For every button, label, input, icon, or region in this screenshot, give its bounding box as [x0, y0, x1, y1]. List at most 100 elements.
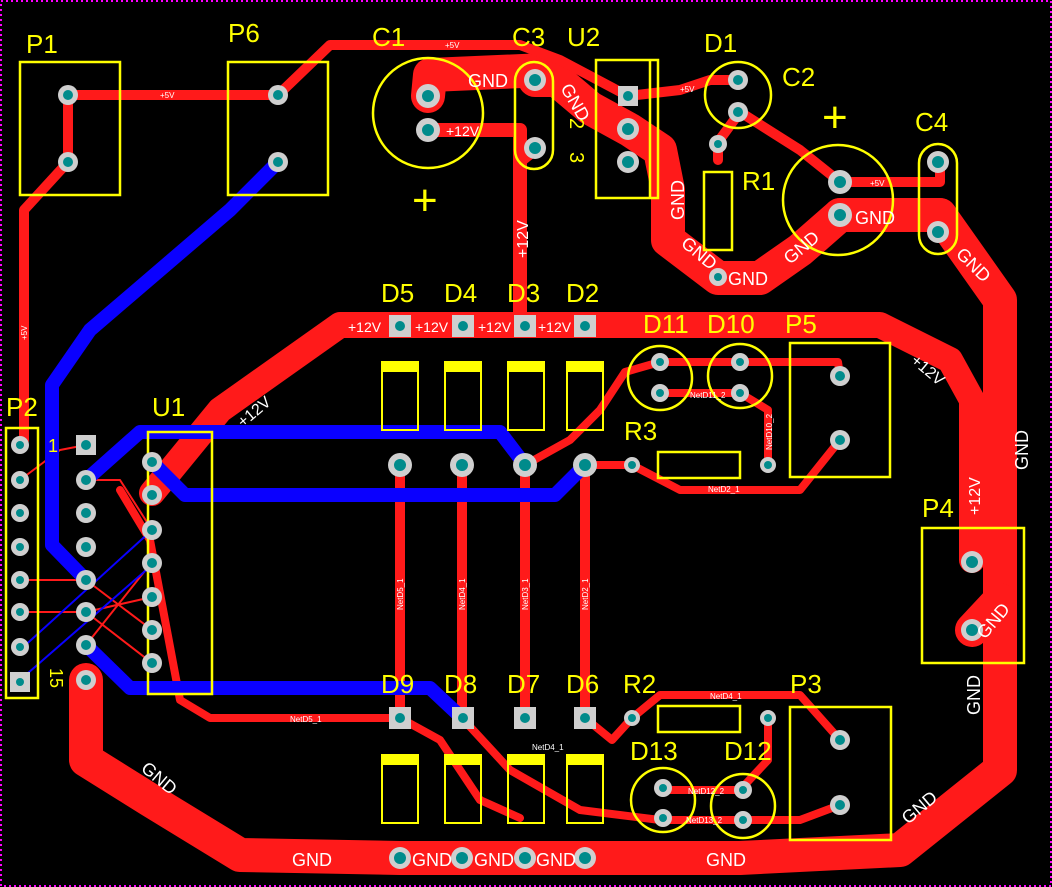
netd10-label: NetD10_2 — [765, 413, 774, 450]
hole — [147, 558, 157, 568]
hole — [529, 142, 541, 154]
hole — [422, 124, 434, 136]
hole — [579, 852, 591, 864]
hole — [394, 852, 406, 864]
bottom-trace-p6 — [45, 155, 285, 587]
label-r3: R3 — [624, 416, 657, 446]
hole — [16, 678, 24, 686]
label-d9: D9 — [381, 669, 414, 699]
hole — [580, 321, 590, 331]
v12-label: +12V — [967, 477, 984, 515]
d3-band — [507, 361, 545, 372]
label-p1: P1 — [26, 29, 58, 59]
label-p6: P6 — [228, 18, 260, 48]
hole — [81, 440, 91, 450]
label-p5: P5 — [785, 309, 817, 339]
pin15-marker: 15 — [46, 668, 66, 688]
label-d10: D10 — [707, 309, 755, 339]
d9-band — [381, 754, 419, 765]
label-c4: C4 — [915, 107, 948, 137]
hole — [81, 607, 91, 617]
hole — [81, 575, 91, 585]
r1-outline — [702, 170, 734, 252]
hole — [733, 107, 743, 117]
u2-outline — [594, 58, 660, 200]
netd3-label: NetD3_1 — [521, 578, 530, 610]
netd5-label: NetD5_1 — [396, 578, 405, 610]
gnd-label: GND — [964, 675, 984, 715]
label-d4: D4 — [444, 278, 477, 308]
label-d7: D7 — [507, 669, 540, 699]
label-d6: D6 — [566, 669, 599, 699]
hole — [579, 459, 591, 471]
hole — [394, 459, 406, 471]
hole — [458, 321, 468, 331]
hole — [63, 90, 73, 100]
d7-band — [507, 754, 545, 765]
v5-label: +5V — [680, 85, 695, 94]
p6-outline — [226, 60, 330, 197]
net-r2-p3-trace — [628, 691, 844, 744]
designator-labels: P1 P6 C1 C3 U2 D1 C2 C4 R1 D5 D4 D3 D2 D… — [6, 18, 954, 766]
netd5-label: NetD5_1 — [290, 715, 322, 724]
hole — [16, 643, 24, 651]
hole — [628, 461, 636, 469]
label-r1: R1 — [742, 166, 775, 196]
hole — [835, 371, 845, 381]
p4-outline — [920, 526, 1026, 665]
label-c2: C2 — [782, 62, 815, 92]
hole — [714, 140, 722, 148]
smd-led-bodies — [381, 361, 604, 824]
hole — [656, 389, 664, 397]
netd4-label: NetD4_1 — [532, 743, 564, 752]
pad-holes — [16, 74, 978, 864]
hole — [147, 457, 157, 467]
hole — [63, 157, 73, 167]
hole — [580, 713, 590, 723]
d11-outline — [626, 344, 694, 412]
v12-label: +12V — [478, 319, 512, 335]
hole — [81, 508, 91, 518]
label-p2: P2 — [6, 392, 38, 422]
hole — [659, 814, 667, 822]
label-c1: C1 — [372, 22, 405, 52]
d4-band — [444, 361, 482, 372]
hole — [656, 358, 664, 366]
r2-outline — [656, 704, 742, 734]
v5-label: +5V — [160, 91, 175, 100]
net-d9-d8-trace — [396, 714, 524, 822]
gnd-label: GND — [1012, 430, 1032, 470]
hole — [147, 592, 157, 602]
label-d11: D11 — [643, 309, 689, 339]
c2-outline — [781, 143, 895, 257]
bottom-trace-u1-top — [79, 425, 532, 487]
hole — [147, 525, 157, 535]
hole — [835, 800, 845, 810]
v5-label: +5V — [445, 41, 460, 50]
hole — [456, 459, 468, 471]
netd12-label: NetD12_2 — [688, 787, 725, 796]
hole — [623, 91, 633, 101]
plus-marker-c1: + — [412, 176, 438, 225]
v12-trace-c1 — [421, 123, 527, 332]
hole — [622, 123, 634, 135]
netd11-label: NetD11_2 — [690, 391, 726, 400]
netd13-label: NetD13_2 — [686, 816, 723, 825]
net-p3-bottom-trace — [736, 801, 844, 824]
hole — [628, 714, 636, 722]
v5-label: +5V — [870, 179, 885, 188]
hole — [736, 358, 744, 366]
hole — [273, 90, 283, 100]
d10-outline — [706, 342, 774, 410]
hole — [147, 658, 157, 668]
hole — [736, 389, 744, 397]
d8-band — [444, 754, 482, 765]
hole — [16, 608, 24, 616]
d13-outline — [629, 766, 697, 834]
gnd-label: GND — [474, 850, 514, 870]
netd2-label: NetD2_1 — [581, 578, 590, 610]
hole — [81, 542, 91, 552]
label-d12: D12 — [724, 736, 772, 766]
v5-label: +5V — [20, 325, 29, 340]
